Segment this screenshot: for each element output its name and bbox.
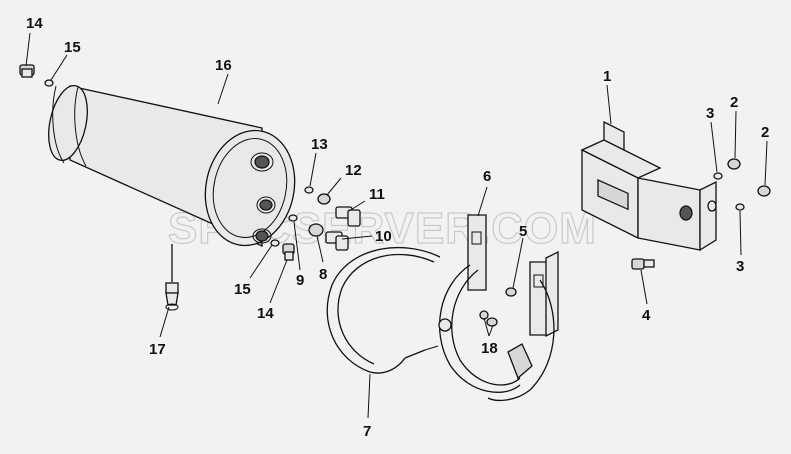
bolt-4	[631, 258, 655, 270]
leader-lines	[25, 32, 768, 419]
washer-top-left	[44, 79, 54, 87]
washer-3-upper	[713, 172, 723, 180]
callout-4: 4	[642, 307, 651, 324]
plug-14-lower	[282, 243, 295, 261]
callout-17: 17	[149, 341, 166, 358]
fasteners-18	[479, 287, 517, 327]
nut-12	[317, 193, 331, 205]
callout-13: 13	[311, 136, 328, 153]
callout-2-lower: 2	[761, 124, 769, 141]
plug-top-left	[19, 64, 35, 78]
o-ring-9	[288, 214, 298, 222]
callout-9: 9	[296, 272, 304, 289]
washer-3-lower	[735, 203, 745, 211]
nut-2-lower	[757, 185, 771, 197]
nut-8	[308, 223, 324, 237]
washer-15-lower	[270, 239, 280, 247]
drain-valve	[165, 282, 179, 311]
callout-7: 7	[363, 423, 371, 440]
callout-2-upper: 2	[730, 94, 738, 111]
callout-16: 16	[215, 57, 232, 74]
elbow-fitting-10	[325, 231, 349, 251]
callout-14-top: 14	[26, 15, 43, 32]
air-tank	[48, 84, 296, 282]
callout-labels: 14 15 16 13 12 11 10 8 9 15 14 17 7 6 5 …	[26, 15, 769, 440]
callout-11: 11	[369, 186, 385, 203]
mounting-strap-7	[326, 246, 441, 374]
fittings-group	[270, 186, 361, 261]
support-bracket-1	[580, 120, 717, 252]
callout-18: 18	[481, 340, 498, 357]
nut-2-upper	[727, 158, 741, 170]
callout-12: 12	[345, 162, 362, 179]
elbow-fitting-11	[335, 206, 361, 227]
callout-8: 8	[319, 266, 327, 283]
callout-15-top: 15	[64, 39, 81, 56]
callout-5: 5	[519, 223, 527, 240]
callout-10: 10	[375, 228, 392, 245]
callout-15-lower: 15	[234, 281, 251, 298]
o-ring-13	[304, 186, 314, 194]
callout-14-lower: 14	[257, 305, 274, 322]
callout-6: 6	[483, 168, 491, 185]
bracket-band-6	[438, 214, 559, 402]
callout-3-lower: 3	[736, 258, 744, 275]
callout-3-upper: 3	[706, 105, 714, 122]
callout-1: 1	[603, 68, 611, 85]
buckle-block	[507, 343, 533, 380]
